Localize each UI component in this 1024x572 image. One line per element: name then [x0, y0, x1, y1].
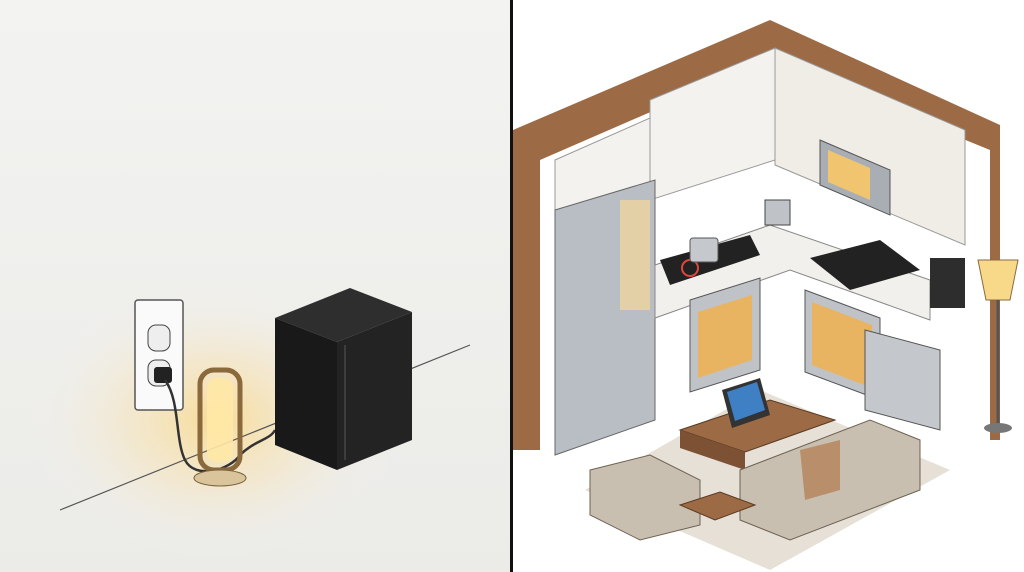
divider [510, 0, 513, 572]
floor-lamp [977, 259, 1019, 433]
coffee-maker [930, 258, 965, 308]
coffee-table [678, 378, 837, 470]
microwave [819, 139, 891, 216]
upper-cabinets [554, 47, 966, 246]
mini-fridge-scene [0, 0, 510, 572]
kettle [764, 199, 791, 226]
pot [689, 237, 719, 263]
kitchen-scene [513, 0, 1024, 572]
plug [154, 367, 172, 383]
sofa [739, 419, 921, 541]
throw-blanket [800, 440, 840, 500]
ovens [689, 277, 881, 401]
cooktop-right [810, 240, 920, 290]
dishwasher [864, 329, 941, 431]
fridge-shelves-lit [620, 200, 650, 310]
mini-fridge [275, 288, 412, 470]
refrigerator [554, 179, 656, 456]
glowing-lamp [193, 367, 247, 487]
side-table [678, 491, 757, 521]
armchair [589, 454, 701, 541]
wall-outlet [134, 299, 184, 411]
